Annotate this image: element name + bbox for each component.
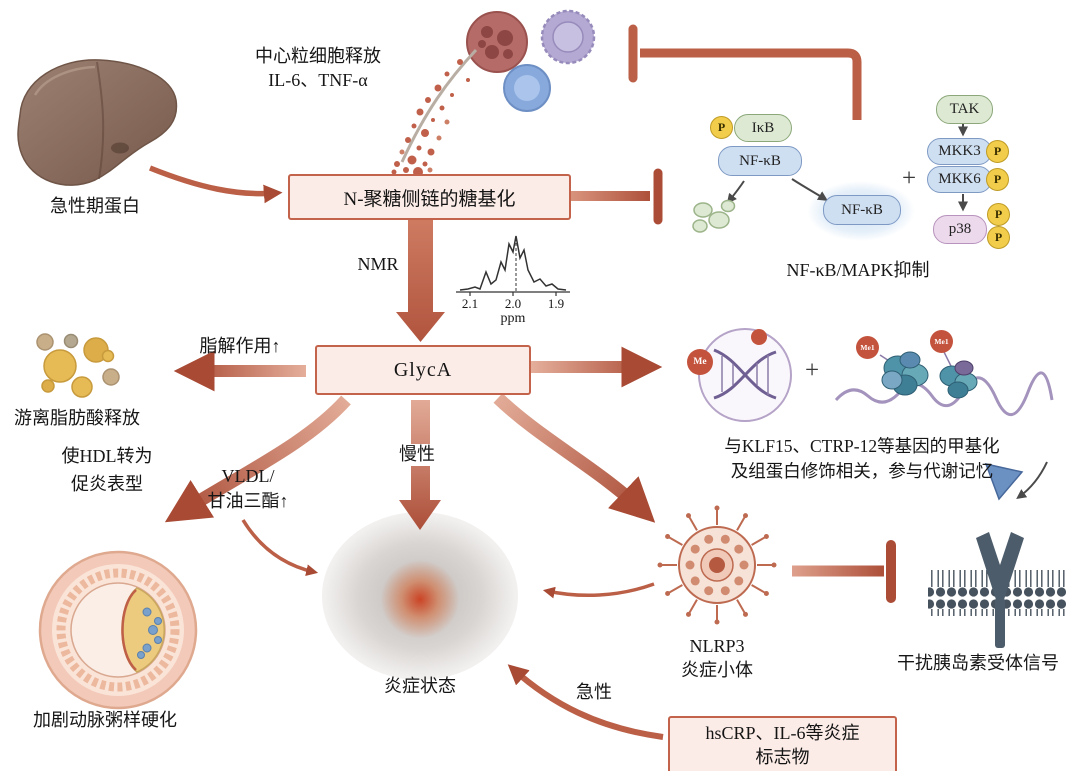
- mkk6-pill: MKK6: [927, 166, 992, 193]
- dna-methylation-illustration: [698, 328, 792, 422]
- vldl-label-line1: VLDL/: [221, 466, 275, 486]
- hdl-label-line1: 使HDL转为: [61, 446, 153, 466]
- nfkb-active-pill: NF-κB: [823, 195, 901, 225]
- markers-line1: hsCRP、IL-6等炎症: [705, 723, 860, 744]
- me1-badge-histone-b: Me1: [930, 330, 953, 353]
- arrow-glycosylation-to-glyca: [396, 220, 445, 342]
- degraded-ikb-blobs: [692, 199, 736, 233]
- nmr-label: NMR: [357, 254, 399, 274]
- phospho-circle-p38-a: P: [987, 203, 1010, 226]
- phospho-circle-ikb: P: [710, 116, 733, 139]
- markers-line2: 标志物: [755, 746, 810, 767]
- nucleosome-illustration: [834, 351, 1054, 417]
- insulin-binding-arrow: [1016, 461, 1048, 500]
- chronic-label: 慢性: [396, 444, 438, 466]
- glyca-box: GlycA: [315, 345, 531, 395]
- nlrp3-label-line1: NLRP3: [689, 636, 745, 656]
- arrow-markers-to-inflammation: [507, 664, 664, 740]
- tak-pill: TAK: [936, 95, 993, 124]
- me1-badge-histone-a: Me1: [856, 336, 879, 359]
- fat-droplets-illustration: [36, 333, 120, 398]
- cell-release-label-line2: IL-6、TNF-α: [268, 70, 368, 90]
- inflammation-state-label: 炎症状态: [384, 676, 456, 696]
- nmr-tick-19: 1.9: [547, 296, 565, 311]
- glycosylation-box: N-聚糖侧链的糖基化: [288, 174, 571, 220]
- arrow-liver-to-glycosylation: [148, 165, 283, 204]
- inflammation-blob-illustration: [322, 512, 518, 680]
- methylation-label-line2: 及组蛋白修饰相关，参与代谢记忆: [730, 461, 994, 481]
- nmr-tick-21: 2.1: [461, 296, 479, 311]
- nlrp3-illustration: [657, 505, 777, 625]
- arrow-nlrp3-to-inflammation: [542, 582, 655, 599]
- acute-phase-protein-label: 急性期蛋白: [50, 196, 140, 216]
- markers-box: hsCRP、IL-6等炎症 标志物: [668, 716, 897, 771]
- arrow-glyca-to-artery: [164, 395, 351, 523]
- liver-illustration: [17, 59, 178, 186]
- insulin-signal-label: 干扰胰岛素受体信号: [897, 653, 1059, 673]
- me-badge-dna: Me: [687, 349, 713, 375]
- artery-illustration: [38, 550, 198, 710]
- nfkb-pill: NF-κB: [718, 146, 802, 176]
- insulin-receptor-illustration: [928, 462, 1066, 648]
- hdl-label-line2: 促炎表型: [71, 474, 143, 494]
- acute-label: 急性: [576, 682, 612, 702]
- immune-cells-illustration: [466, 9, 596, 112]
- nlrp3-label-line2: 炎症小体: [681, 660, 753, 680]
- plus-sign-nfkb-mapk: +: [901, 165, 917, 192]
- lipolysis-label: 脂解作用↑: [199, 336, 281, 356]
- inhibition-top: [628, 24, 862, 120]
- arrow-glyca-to-nlrp3: [493, 393, 656, 523]
- cell-release-label-line1: 中心粒细胞释放: [255, 46, 381, 66]
- nmr-tick-20: 2.0: [504, 296, 522, 311]
- plus-sign-dna-histone: +: [804, 357, 820, 384]
- methylation-label-line1: 与KLF15、CTRP-12等基因的甲基化: [724, 436, 1000, 456]
- ikb-pill: IκB: [734, 114, 792, 142]
- atherosclerosis-label: 加剧动脉粥样硬化: [33, 710, 177, 730]
- phospho-circle-mkk3: P: [986, 140, 1009, 163]
- me-badge-dna-small: [751, 329, 767, 345]
- nmr-spectrum-plot: [456, 235, 570, 296]
- arrow-vldl-to-inflammation: [241, 519, 319, 577]
- inhibition-nlrp3-insulin: [792, 540, 896, 603]
- inhibition-glycosylation-nfkb: [571, 168, 663, 225]
- phospho-circle-mkk6: P: [986, 168, 1009, 191]
- vldl-label-line2: 甘油三酯↑: [207, 491, 289, 511]
- nmr-xlabel: ppm: [500, 311, 526, 326]
- ffa-release-label: 游离脂肪酸释放: [14, 408, 140, 428]
- nfkb-mapk-label: NF-κB/MAPK抑制: [786, 260, 930, 280]
- mkk3-pill: MKK3: [927, 138, 992, 165]
- ikb-degradation-arrows: [726, 178, 828, 204]
- phospho-circle-p38-b: P: [987, 226, 1010, 249]
- p38-pill: p38: [933, 215, 987, 244]
- cytokine-dots: [391, 48, 478, 177]
